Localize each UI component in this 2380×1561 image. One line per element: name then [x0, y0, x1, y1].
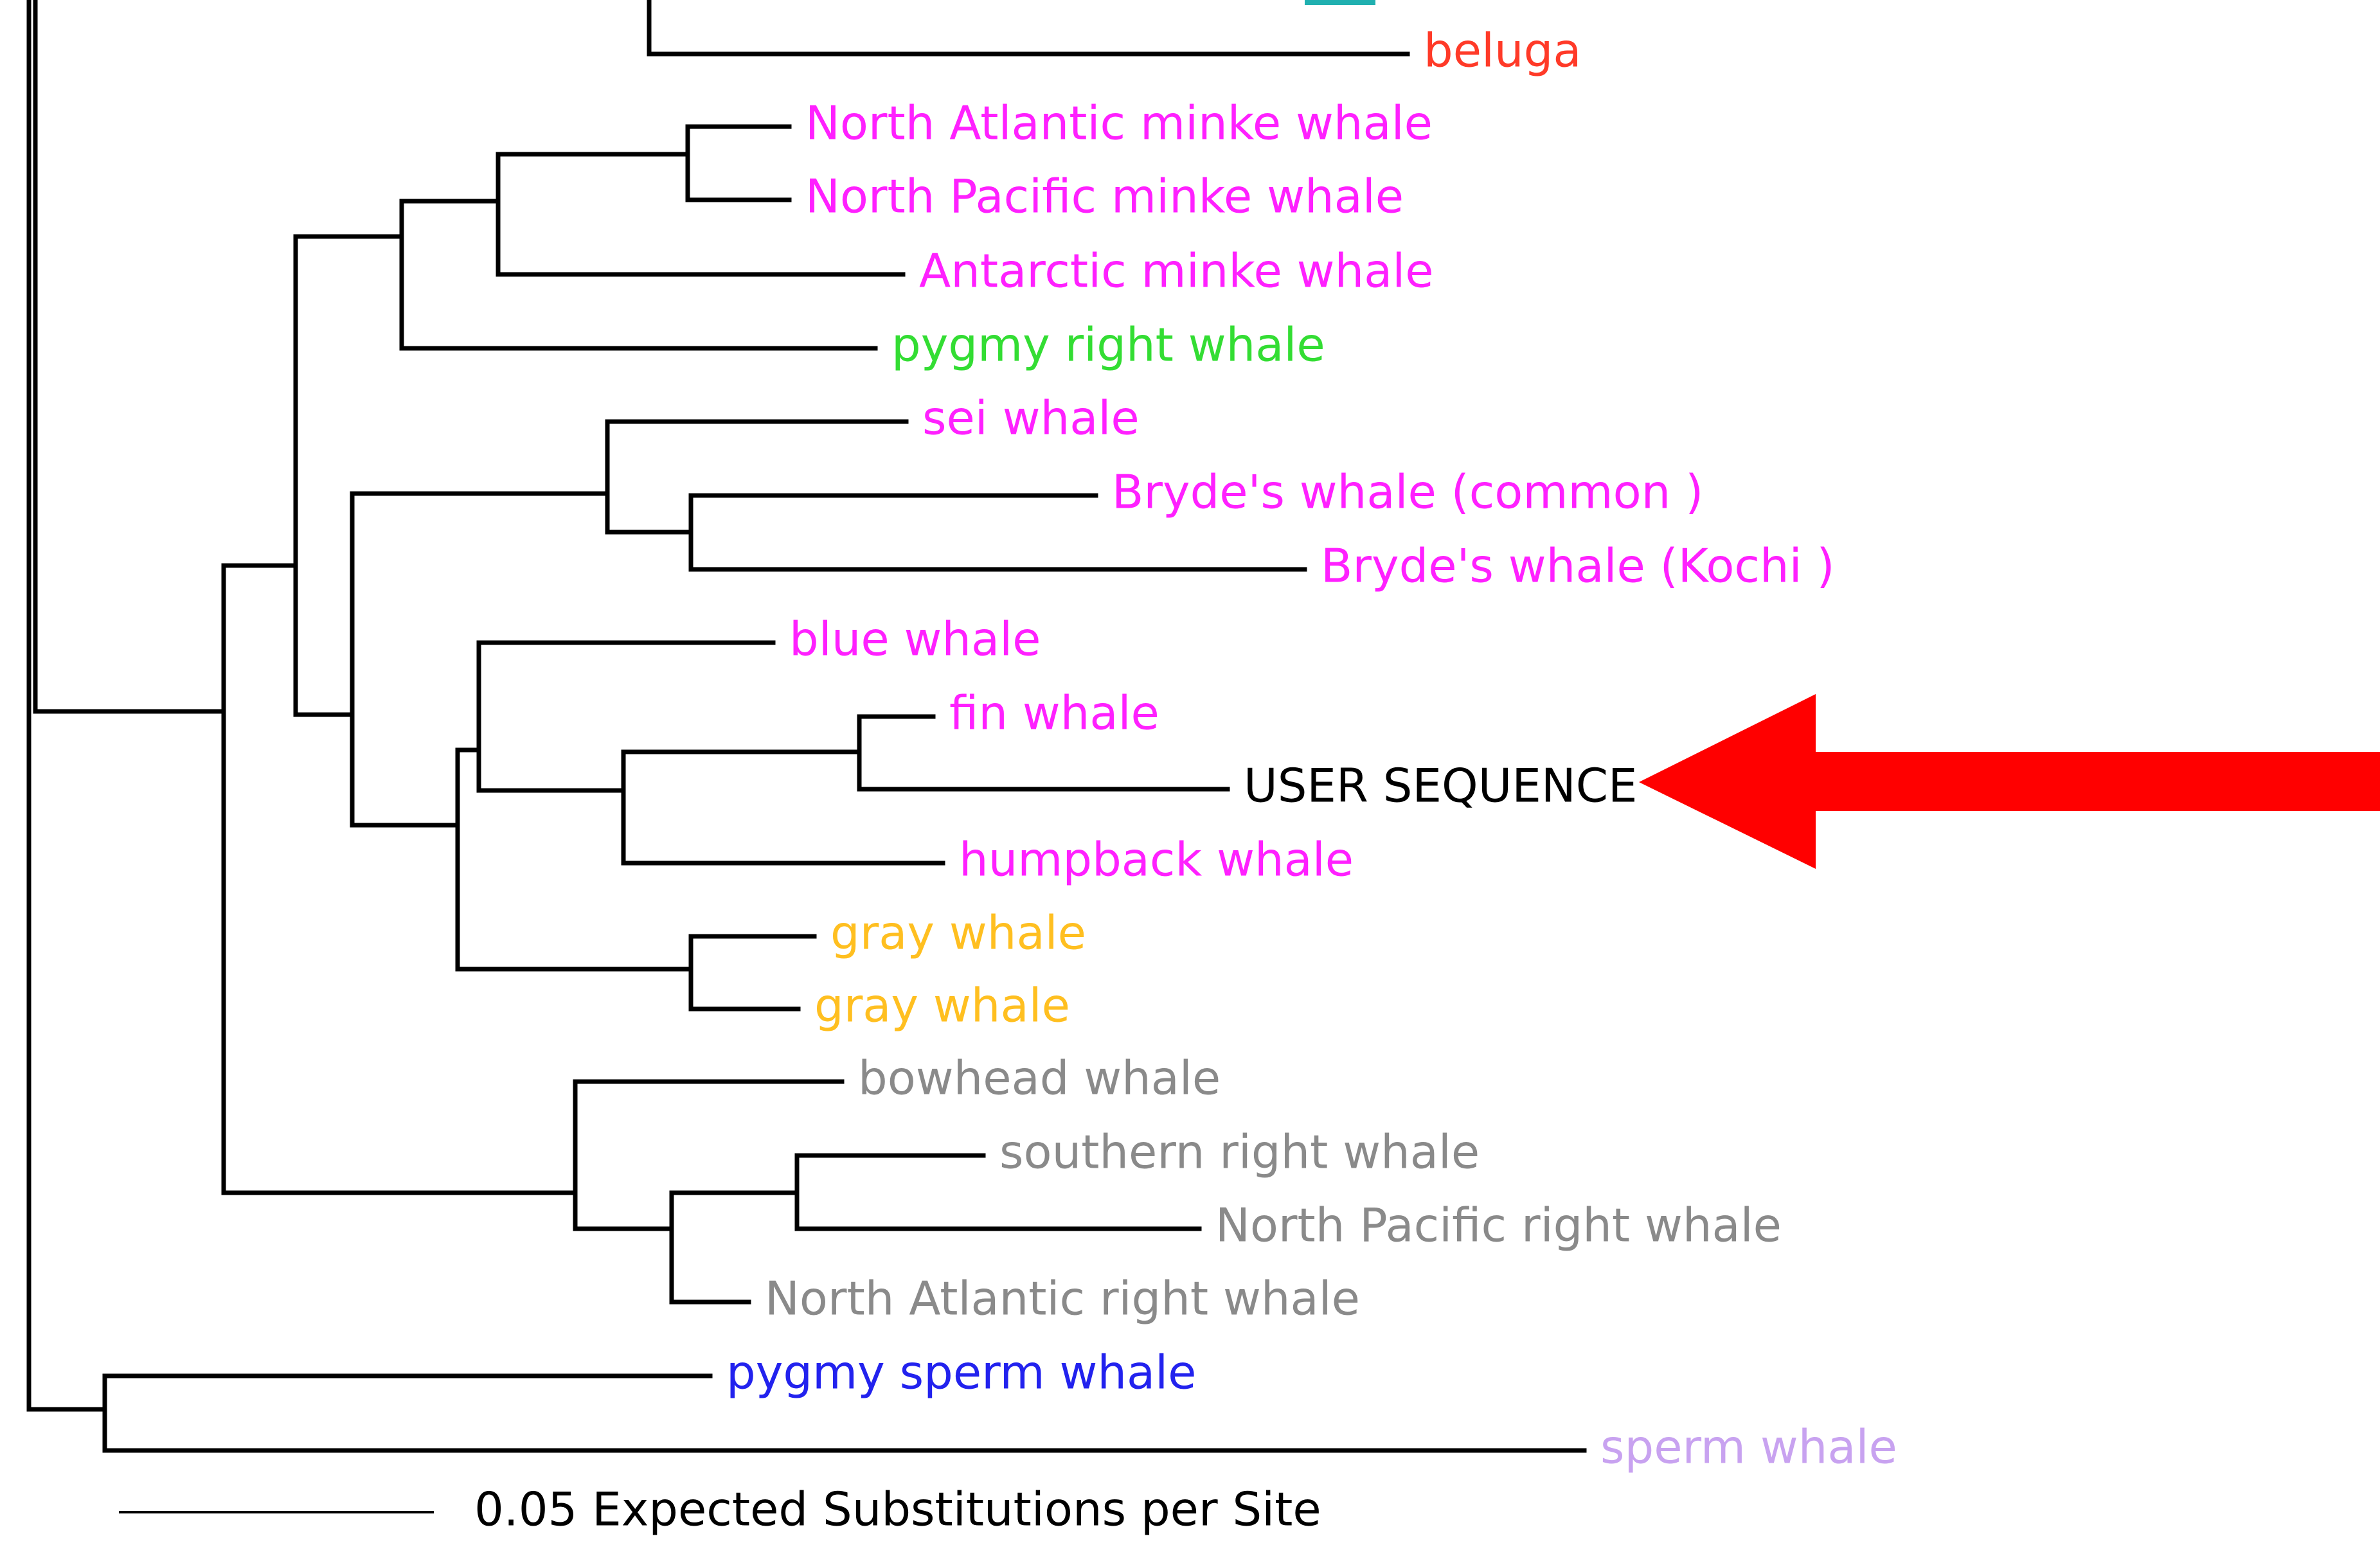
taxon-label-north-pacific-minke: North Pacific minke whale — [805, 170, 1404, 224]
taxon-label-bowhead: bowhead whale — [858, 1051, 1221, 1105]
taxon-label-humpback: humpback whale — [959, 833, 1354, 887]
taxon-label-fin: fin whale — [949, 686, 1159, 740]
taxon-label-north-atlantic-right: North Atlantic right whale — [765, 1272, 1360, 1326]
taxon-label-user-sequence: USER SEQUENCE — [1244, 759, 1638, 813]
taxon-label-brydes-kochi: Bryde's whale (Kochi ) — [1321, 539, 1835, 593]
clipped-label-fragment — [1305, 0, 1375, 5]
taxon-label-sei: sei whale — [922, 391, 1140, 445]
taxon-label-sperm: sperm whale — [1600, 1420, 1897, 1474]
taxon-label-gray-2: gray whale — [814, 979, 1070, 1033]
taxon-label-gray-1: gray whale — [830, 906, 1086, 960]
taxon-label-pygmy-sperm: pygmy sperm whale — [726, 1346, 1196, 1400]
taxon-label-pygmy-right: pygmy right whale — [891, 318, 1325, 372]
taxon-label-beluga: beluga — [1424, 24, 1581, 78]
taxon-labels: beluga North Atlantic minke whale North … — [726, 24, 1897, 1474]
tree-branches — [26, 0, 1587, 1453]
highlight-arrow-icon — [1639, 694, 2380, 869]
taxon-label-antarctic-minke: Antarctic minke whale — [919, 244, 1434, 298]
taxon-label-blue: blue whale — [789, 612, 1041, 666]
taxon-label-brydes-common: Bryde's whale (common ) — [1112, 465, 1703, 519]
scale-bar-label: 0.05 Expected Substitutions per Site — [474, 1483, 1321, 1537]
taxon-label-north-atlantic-minke: North Atlantic minke whale — [805, 96, 1433, 150]
taxon-label-southern-right: southern right whale — [999, 1125, 1480, 1179]
taxon-label-north-pacific-right: North Pacific right whale — [1215, 1199, 1782, 1253]
